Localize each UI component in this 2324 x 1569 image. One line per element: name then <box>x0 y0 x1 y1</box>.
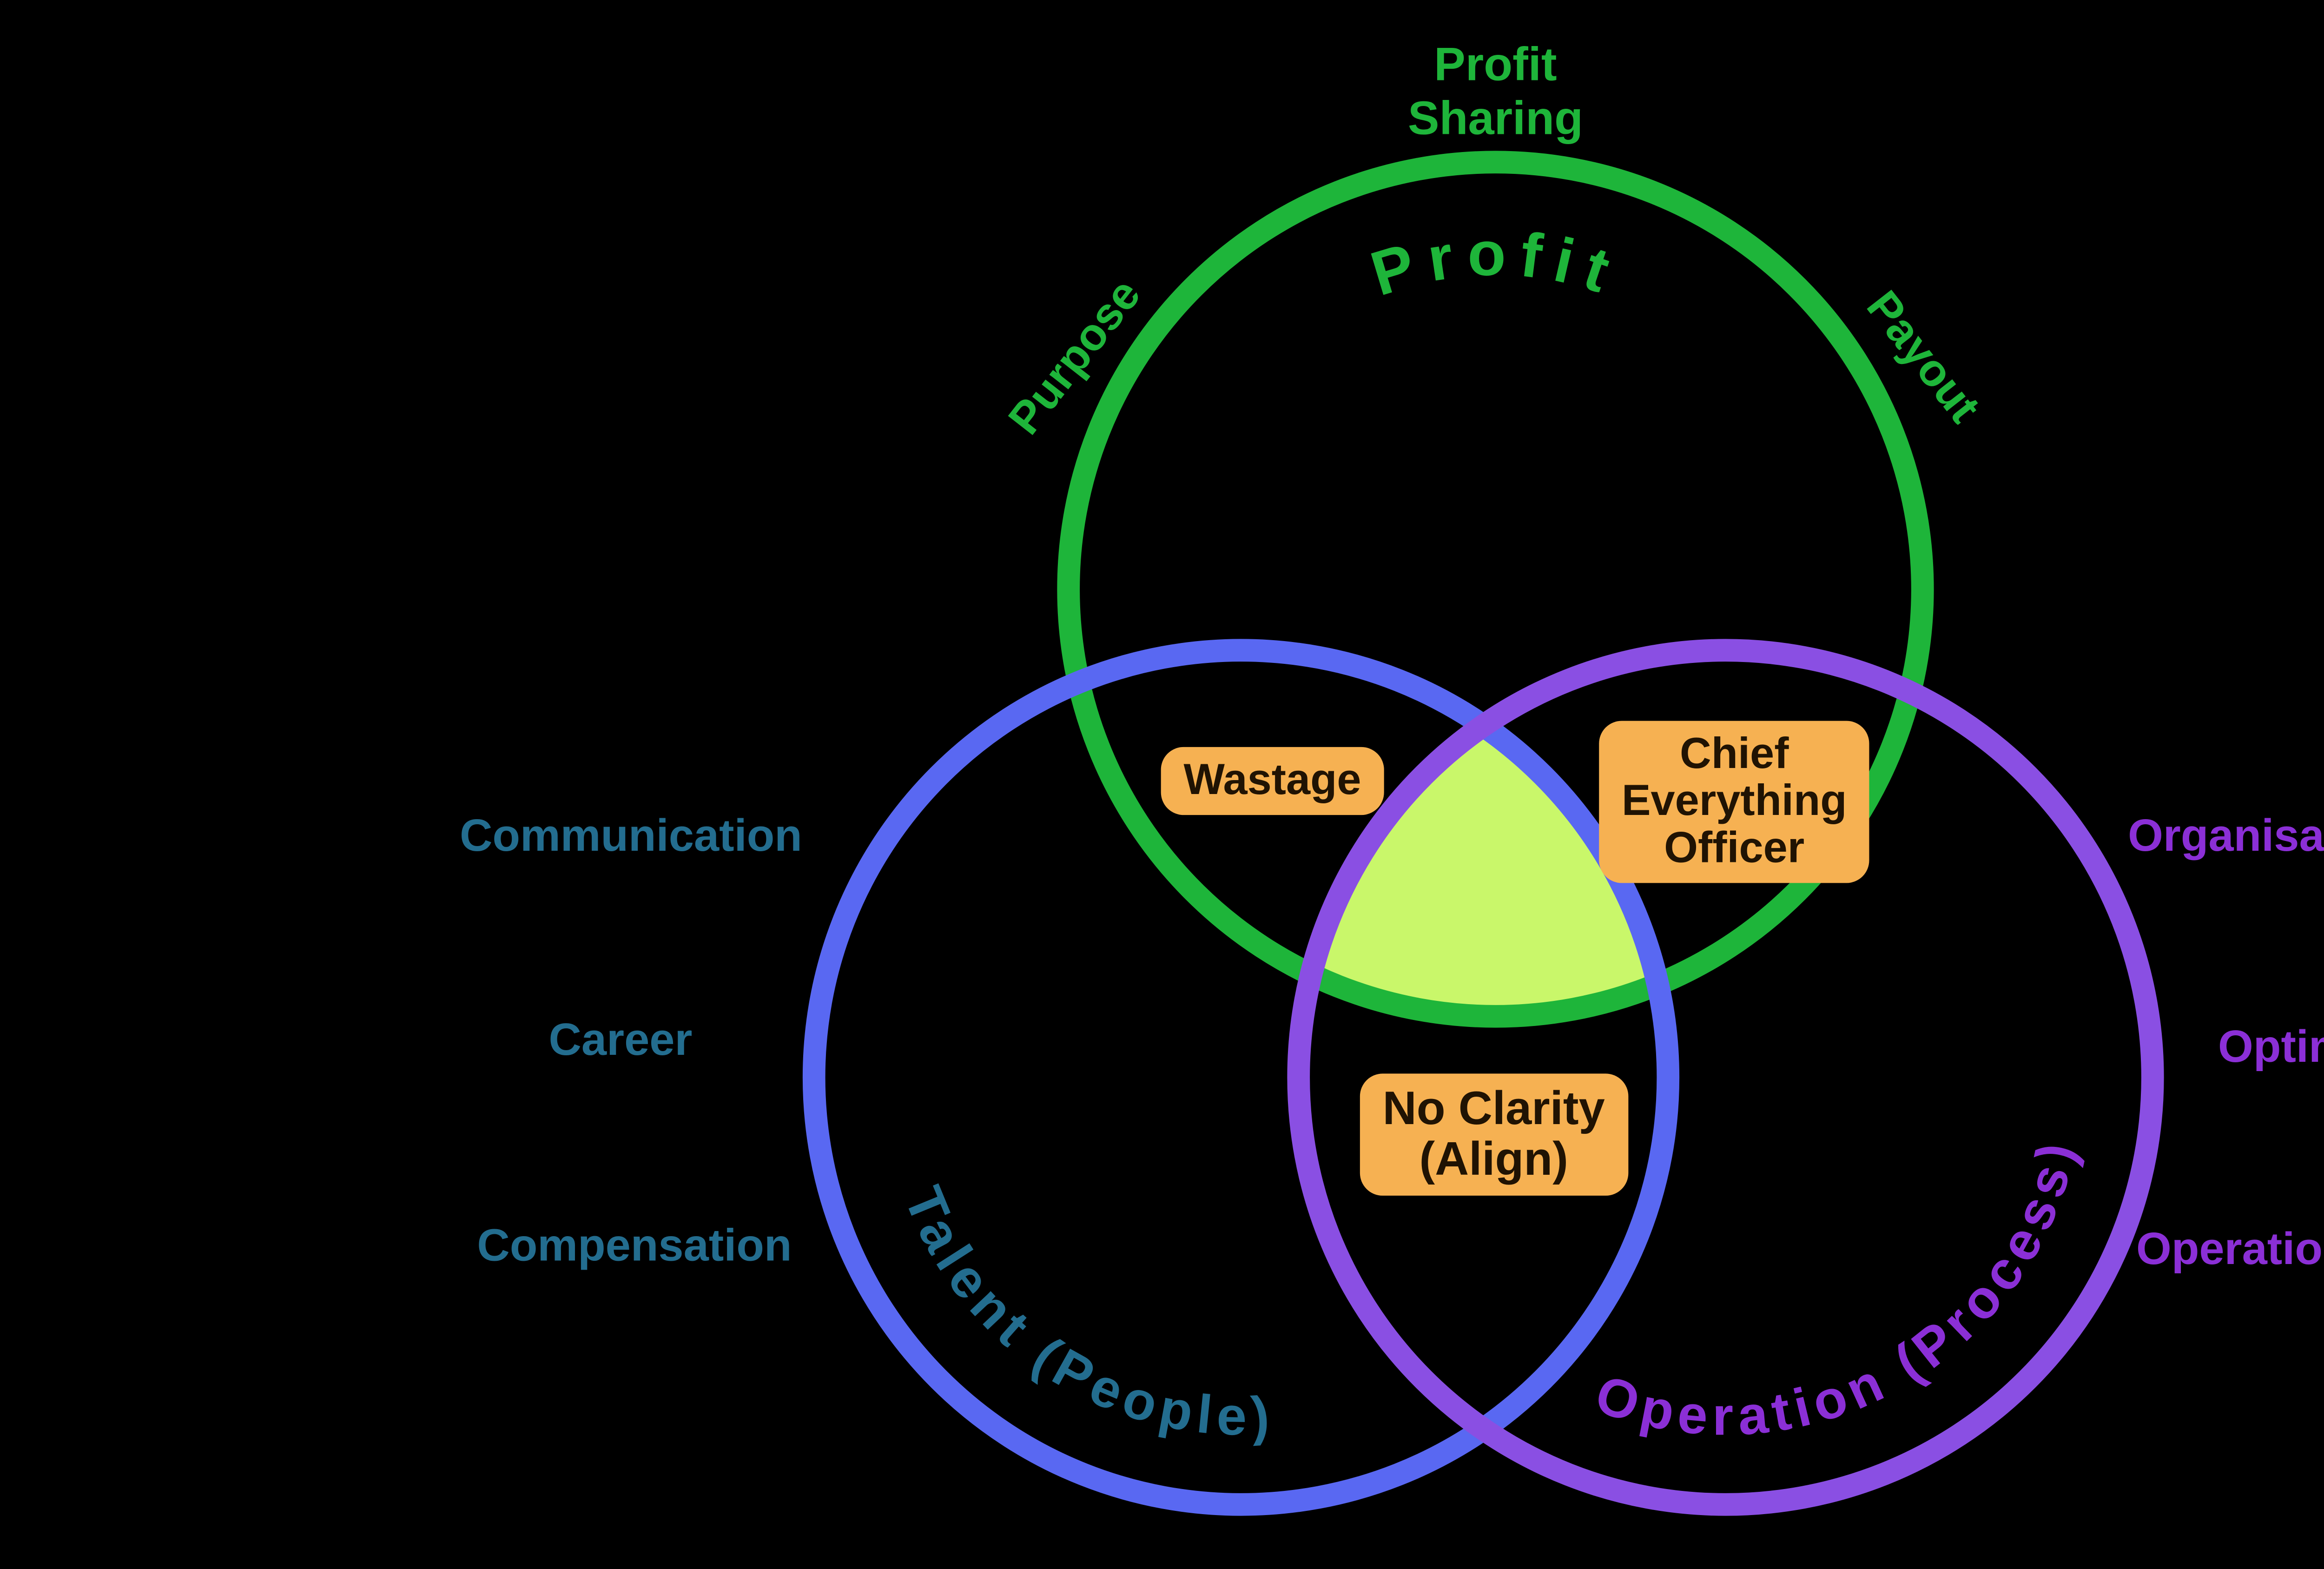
chief-everything-officer-badge: Chief Everything Officer <box>1599 721 1870 883</box>
profit-curved-label-text: Profit <box>1363 218 1618 310</box>
profit-circle <box>1057 151 1934 1028</box>
wastage-badge: Wastage <box>1161 747 1384 815</box>
organisation-label: Organisation <box>2128 809 2324 861</box>
career-label: Career <box>548 1013 693 1066</box>
operation-circle <box>1287 639 2164 1516</box>
talent-curved-label-text: Talent (People) <box>893 1178 1271 1447</box>
operation-label: Operation <box>2136 1222 2324 1275</box>
profit-sharing-label: Profit Sharing <box>1408 38 1583 145</box>
compensation-label: Compensation <box>477 1218 792 1271</box>
talent-circle <box>802 639 1680 1516</box>
no-clarity-align-badge: No Clarity (Align) <box>1360 1073 1628 1197</box>
profit-curved-label: Profit <box>1363 218 1630 310</box>
talent-curved-label: Talent (People) <box>893 1178 1277 1447</box>
communication-label: Communication <box>460 809 802 861</box>
optimisation-label: Optimisation <box>2218 1020 2324 1072</box>
